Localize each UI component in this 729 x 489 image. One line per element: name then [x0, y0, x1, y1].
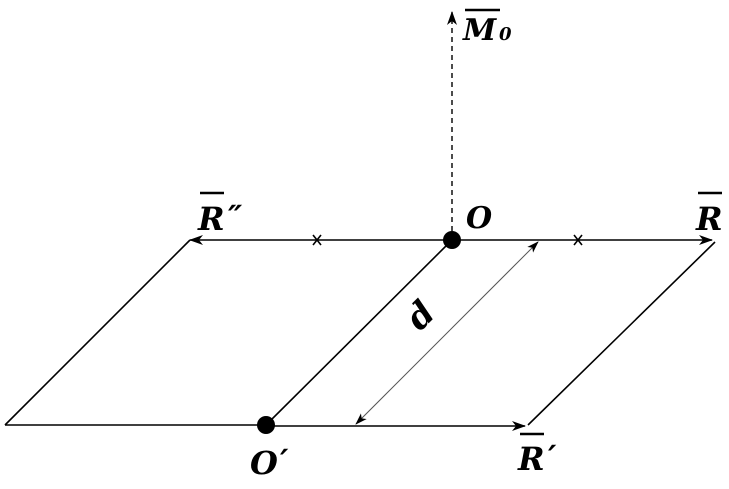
label-m0: M 0 [462, 8, 512, 48]
distance-d-line-up [449, 241, 539, 331]
tick-mark-right [573, 234, 583, 246]
label-r-prime-letter: R [517, 440, 545, 478]
label-r-double-prime-mark: ″ [228, 198, 243, 236]
label-r-double-prime-letter: R [197, 200, 225, 238]
label-m0-subscript: 0 [499, 24, 512, 45]
label-r-double-prime: R ″ [197, 191, 243, 238]
label-o: O [466, 201, 492, 236]
label-o-prime-letter: O [250, 444, 278, 482]
tick-mark-left [312, 234, 322, 246]
label-r-prime-mark: ′ [548, 438, 557, 476]
point-o-prime [257, 416, 275, 434]
label-m0-letter: M [462, 13, 497, 48]
label-r-prime: R ′ [517, 432, 557, 478]
label-r: R [695, 191, 723, 238]
label-d: d [398, 293, 443, 338]
label-o-prime: O ′ [250, 442, 289, 482]
right-plane [527, 241, 716, 426]
left-plane-left-edge [4, 239, 191, 426]
distance-d-line-down [355, 329, 451, 425]
left-plane-right-edge [265, 239, 453, 426]
left-plane [4, 239, 453, 426]
point-o [443, 231, 461, 249]
label-o-prime-mark: ′ [280, 442, 289, 480]
label-r-letter: R [695, 200, 723, 238]
right-plane-right-edge [527, 241, 716, 426]
